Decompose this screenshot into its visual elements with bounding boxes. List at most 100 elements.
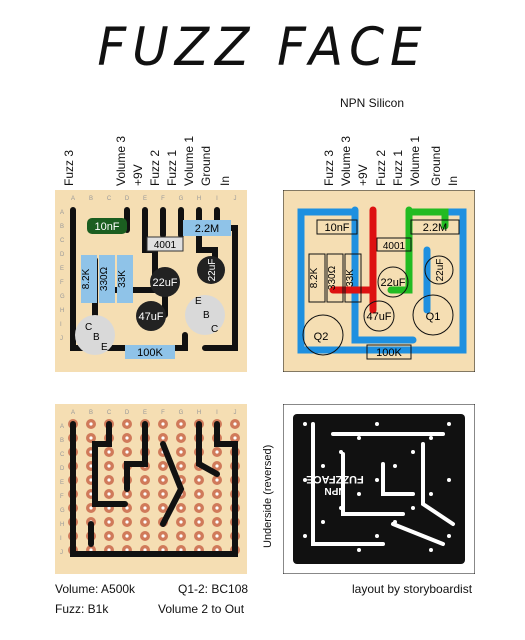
pad-hole [197, 478, 201, 482]
pad-hole [161, 492, 165, 496]
pin-label-in: In [218, 175, 232, 186]
grid-row-letter: E [60, 480, 64, 486]
res-2-2m-label: 2.2M [195, 223, 219, 235]
pad-hole [125, 450, 129, 454]
pad-hole [179, 450, 183, 454]
red-traces [329, 206, 377, 314]
label-33k: 33K [345, 269, 356, 287]
pad-hole [161, 464, 165, 468]
pad-hole [161, 478, 165, 482]
iso-5 [381, 462, 415, 496]
diode-4001-label: 4001 [154, 240, 177, 251]
pcb-hole [447, 422, 451, 426]
pin-label-fuzz3: Fuzz 3 [62, 149, 76, 186]
pcb-hole [357, 436, 361, 440]
pad-hole [215, 506, 219, 510]
pad-hole [161, 436, 165, 440]
res-100k [125, 345, 175, 359]
pin-label-volume1: Volume 1 [182, 135, 196, 186]
pad-hole [107, 478, 111, 482]
cap-47uf [136, 301, 166, 331]
grid-row-letter: B [60, 438, 64, 444]
outline-10nf [316, 219, 358, 235]
grid-column-letter: F [161, 196, 165, 202]
outline-4001 [376, 237, 412, 252]
pad-hole [233, 436, 237, 440]
cap-22uf-vertical-label: 22uF [207, 259, 218, 282]
grid-row-letter: I [60, 322, 62, 328]
pin-label-ground: Ground [199, 145, 213, 186]
pad-hole [233, 422, 237, 426]
pad-hole [143, 520, 147, 524]
grid-column-letter: D [125, 196, 130, 202]
credit: layout by storyboardist [352, 582, 473, 596]
pad-hole [89, 492, 93, 496]
link-b [124, 421, 148, 492]
pcb-hole [429, 436, 433, 440]
cap-22uf [150, 267, 180, 297]
grid-row-letter: G [60, 508, 65, 514]
grid-column-letter: G [179, 196, 184, 202]
label-22uf-vert: 22uF [435, 259, 446, 282]
pin-label-fuzz2: Fuzz 2 [374, 149, 388, 186]
blue-traces [297, 206, 467, 354]
grid-column-letter: E [143, 410, 147, 416]
label-22uf: 22uF [380, 277, 405, 289]
pcb-hole [393, 464, 397, 468]
grid-column-letter: D [125, 410, 130, 416]
link-d [196, 421, 220, 477]
iso-1 [311, 422, 385, 546]
pcb-holes [303, 422, 451, 552]
grid-column-letter: A [71, 196, 75, 202]
transistor-q2 [75, 315, 115, 355]
iso-6 [391, 522, 445, 546]
pin-label-9v: +9V [131, 164, 145, 186]
pcb-hole [357, 548, 361, 552]
pad-hole [215, 478, 219, 482]
label-330: 330Ω [327, 265, 338, 290]
pad-hole [197, 548, 201, 552]
green-traces [387, 206, 449, 294]
outline-100k [366, 344, 412, 360]
grid-row-letter: J [60, 550, 63, 556]
pad-hole [89, 478, 93, 482]
outline-33k [344, 253, 362, 303]
pcb-hole [411, 450, 415, 454]
pad-hole [125, 534, 129, 538]
pcb-hole [393, 520, 397, 524]
trace-outer-loop [297, 208, 467, 354]
label-2-2m: 2.2M [423, 222, 447, 234]
pcb-mask-board: FUZZFACE NPN [283, 404, 475, 574]
pcb-hole [321, 520, 325, 524]
trace-left-rail [351, 206, 417, 344]
pad-hole [179, 436, 183, 440]
outline-330 [326, 253, 344, 303]
pcb-text-fuzzface: FUZZFACE [306, 473, 363, 485]
grid-row-letter: J [60, 336, 63, 342]
pad-hole [179, 520, 183, 524]
pad-hole [215, 492, 219, 496]
pad-hole [89, 506, 93, 510]
pad-hole [215, 450, 219, 454]
pin-label-9v: +9V [356, 164, 370, 186]
diode-4001 [146, 236, 184, 252]
outline-2-2m [410, 219, 460, 235]
pcb-hole [411, 506, 415, 510]
res-2-2m [183, 220, 231, 236]
grid-column-letter: C [107, 410, 112, 416]
pin-label-volume3: Volume 3 [114, 135, 128, 186]
pin-label-fuzz3: Fuzz 3 [322, 149, 336, 186]
pad-hole [179, 534, 183, 538]
grid-column-letter: I [216, 410, 218, 416]
grid-column-letter: B [89, 410, 93, 416]
label-4001: 4001 [383, 241, 406, 252]
pad-hole [107, 534, 111, 538]
pad-hole [107, 548, 111, 552]
cap-10nf-label: 10nF [94, 221, 119, 233]
pcb-hole [303, 478, 307, 482]
link-left-rail [70, 421, 148, 557]
pcb-hole [447, 534, 451, 538]
